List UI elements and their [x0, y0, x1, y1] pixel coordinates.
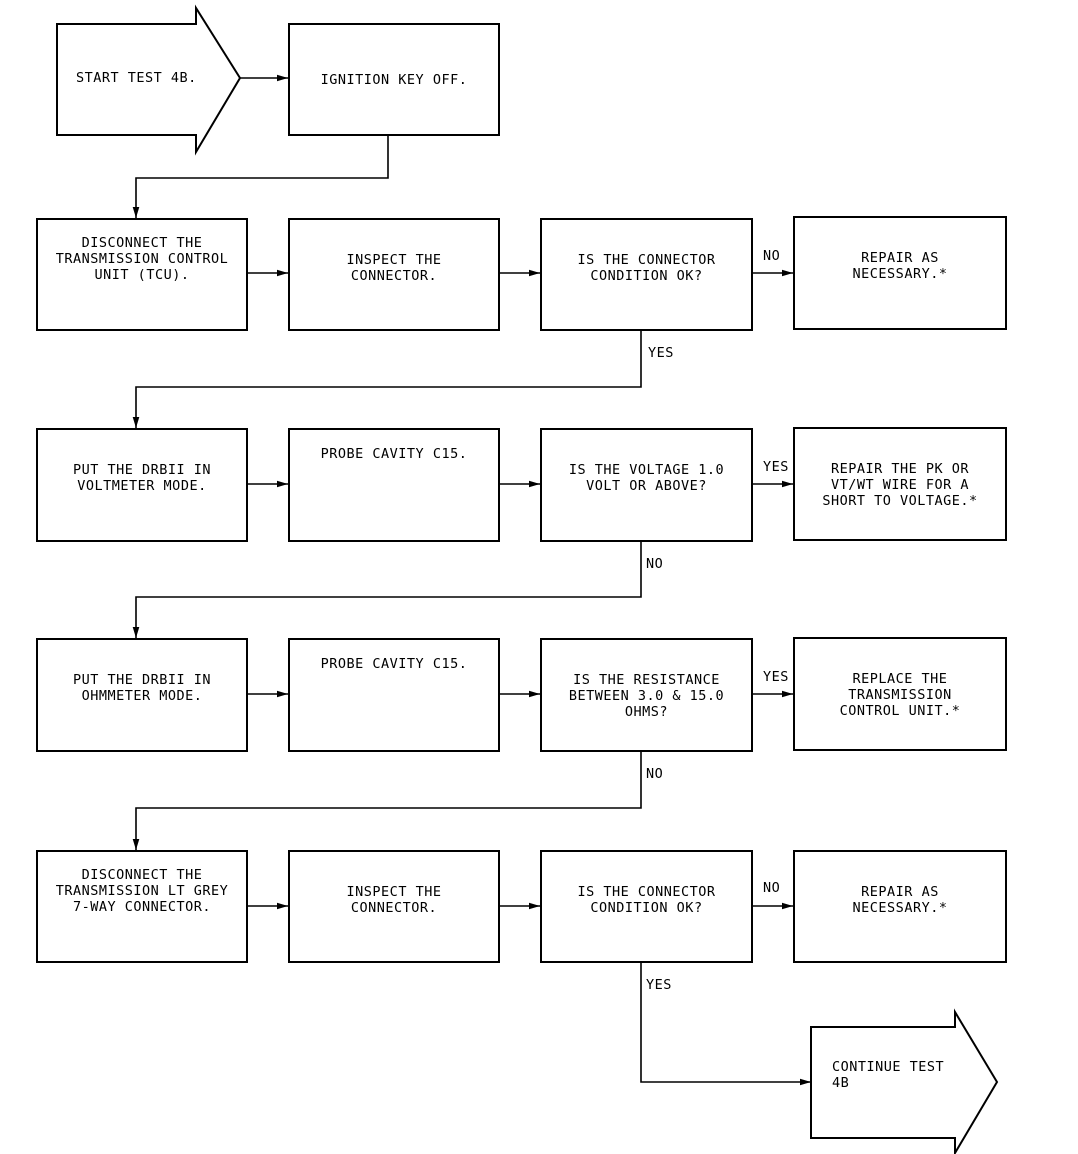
step-repair-1: REPAIR AS NECESSARY.* [793, 216, 1007, 330]
branch-label-yes: YES [763, 459, 789, 475]
continue-test-label: CONTINUE TEST 4B [832, 1059, 945, 1091]
step-probe-c15-1: PROBE CAVITY C15. [288, 428, 500, 542]
step-replace-tcu: REPLACE THE TRANSMISSION CONTROL UNIT.* [793, 637, 1007, 751]
step-voltmeter-mode: PUT THE DRBII IN VOLTMETER MODE. [36, 428, 248, 542]
step-ignition-off-text: IGNITION KEY OFF. [320, 72, 468, 88]
connector-ignition-r1c1 [132, 135, 389, 218]
step-disconnect-grey-connector: DISCONNECT THE TRANSMISSION LT GREY 7-WA… [36, 850, 248, 963]
branch-label-no: NO [763, 248, 781, 264]
decision-connector-ok-1: IS THE CONNECTOR CONDITION OK? [540, 218, 753, 331]
connector-r1c3-r2c1 [132, 330, 642, 428]
branch-label-no: NO [646, 556, 664, 572]
step-ohmmeter-mode: PUT THE DRBII IN OHMMETER MODE. [36, 638, 248, 752]
step-ignition-off: IGNITION KEY OFF. [288, 23, 500, 136]
step-repair-wire-text: REPAIR THE PK OR VT/WT WIRE FOR A SHORT … [822, 461, 978, 509]
step-repair-2: REPAIR AS NECESSARY.* [793, 850, 1007, 963]
connector-r2c3-r3c1 [132, 541, 642, 638]
step-replace-tcu-text: REPLACE THE TRANSMISSION CONTROL UNIT.* [839, 671, 961, 719]
decision-connector-ok-2: IS THE CONNECTOR CONDITION OK? [540, 850, 753, 963]
step-ohmmeter-mode-text: PUT THE DRBII IN OHMMETER MODE. [72, 672, 212, 704]
step-probe-c15-2-text: PROBE CAVITY C15. [320, 656, 468, 672]
step-repair-2-text: REPAIR AS NECESSARY.* [852, 884, 948, 916]
start-test-label: START TEST 4B. [76, 70, 197, 86]
step-probe-c15-2: PROBE CAVITY C15. [288, 638, 500, 752]
branch-label-yes: YES [646, 977, 672, 993]
step-repair-1-text: REPAIR AS NECESSARY.* [852, 250, 948, 282]
decision-resistance-text: IS THE RESISTANCE BETWEEN 3.0 & 15.0 OHM… [568, 672, 725, 720]
branch-label-no: NO [763, 880, 781, 896]
start-arrow-shape [56, 4, 242, 156]
step-inspect-connector-1: INSPECT THE CONNECTOR. [288, 218, 500, 331]
branch-label-yes: YES [648, 345, 674, 361]
decision-voltage: IS THE VOLTAGE 1.0 VOLT OR ABOVE? [540, 428, 753, 542]
connector-r3c3-r4c1 [132, 751, 642, 850]
step-disconnect-tcu: DISCONNECT THE TRANSMISSION CONTROL UNIT… [36, 218, 248, 331]
decision-resistance: IS THE RESISTANCE BETWEEN 3.0 & 15.0 OHM… [540, 638, 753, 752]
decision-connector-ok-2-text: IS THE CONNECTOR CONDITION OK? [577, 884, 716, 916]
step-disconnect-grey-connector-text: DISCONNECT THE TRANSMISSION LT GREY 7-WA… [55, 867, 229, 915]
connector-r4c3-end [640, 962, 811, 1086]
step-voltmeter-mode-text: PUT THE DRBII IN VOLTMETER MODE. [72, 462, 212, 494]
end-arrow-shape [810, 1008, 999, 1154]
decision-voltage-text: IS THE VOLTAGE 1.0 VOLT OR ABOVE? [568, 462, 725, 494]
step-disconnect-tcu-text: DISCONNECT THE TRANSMISSION CONTROL UNIT… [55, 235, 229, 283]
step-repair-wire: REPAIR THE PK OR VT/WT WIRE FOR A SHORT … [793, 427, 1007, 541]
branch-label-no: NO [646, 766, 664, 782]
step-inspect-connector-2: INSPECT THE CONNECTOR. [288, 850, 500, 963]
step-inspect-connector-2-text: INSPECT THE CONNECTOR. [346, 884, 442, 916]
step-inspect-connector-1-text: INSPECT THE CONNECTOR. [346, 252, 442, 284]
branch-label-yes: YES [763, 669, 789, 685]
step-probe-c15-1-text: PROBE CAVITY C15. [320, 446, 468, 462]
decision-connector-ok-1-text: IS THE CONNECTOR CONDITION OK? [577, 252, 716, 284]
